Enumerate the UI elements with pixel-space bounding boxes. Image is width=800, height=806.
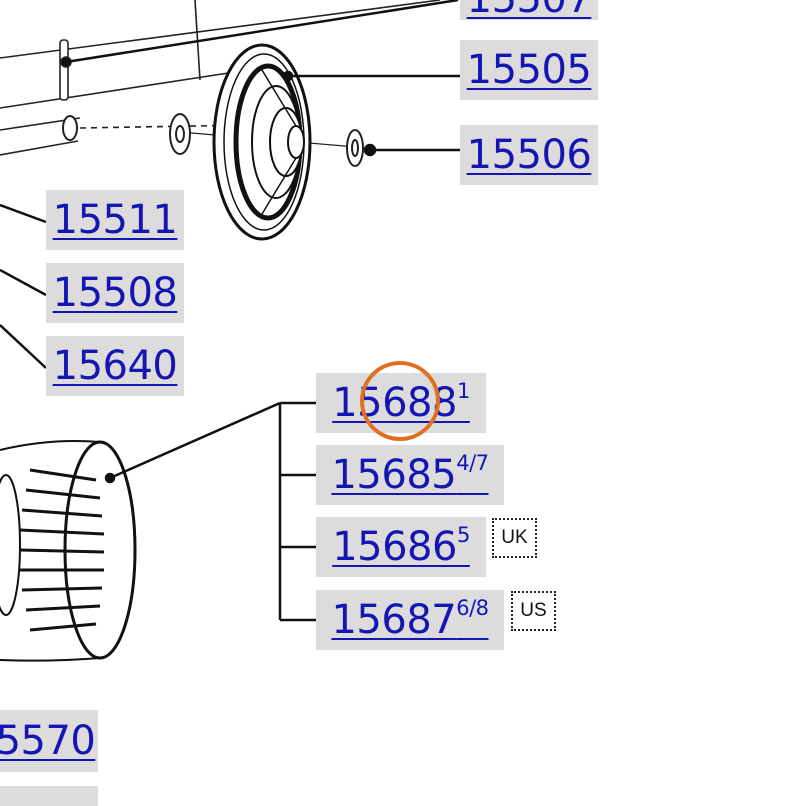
axle-tube-drawing [62,115,78,141]
motor-drawing [0,440,137,662]
part-link-15687[interactable]: 156876/8 [331,596,489,643]
washer-right-drawing [346,129,364,167]
part-label-15507[interactable]: 15507 [460,0,598,20]
part-label-15686[interactable]: 156865 [316,517,486,577]
part-link-15686[interactable]: 156865 [332,523,470,570]
leader-lines [0,0,460,622]
part-link-15505[interactable]: 15505 [466,47,592,93]
highlight-circle [360,361,440,441]
part-label-partial-bottom [0,786,98,806]
part-link-15507[interactable]: 15507 [467,0,592,19]
part-label-15505[interactable]: 15505 [460,40,598,100]
part-link-15640[interactable]: 15640 [52,343,178,389]
part-label-15506[interactable]: 15506 [460,125,598,185]
washer-left-drawing [169,113,191,155]
part-label-15511[interactable]: 15511 [46,190,184,250]
part-label-15570[interactable]: 15570 [0,710,98,772]
part-note-15686: 5 [456,523,470,547]
part-label-15508[interactable]: 15508 [46,263,184,323]
part-link-15685[interactable]: 156854/7 [331,451,489,498]
part-label-15685[interactable]: 156854/7 [316,445,504,505]
region-tag-us: US [511,591,556,631]
part-link-15570[interactable]: 15570 [0,718,96,764]
part-label-15640[interactable]: 15640 [46,336,184,396]
pin-drawing [59,39,72,101]
region-tag-uk: UK [492,518,537,558]
part-note-15685: 4/7 [456,451,489,475]
part-link-15511[interactable]: 15511 [52,197,178,243]
part-note-15688: 1 [456,379,470,403]
part-note-15687: 6/8 [456,596,489,620]
part-label-15687[interactable]: 156876/8 [316,590,504,650]
part-link-15508[interactable]: 15508 [52,270,178,316]
part-link-15506[interactable]: 15506 [466,132,592,178]
wheel-drawing [212,43,312,241]
